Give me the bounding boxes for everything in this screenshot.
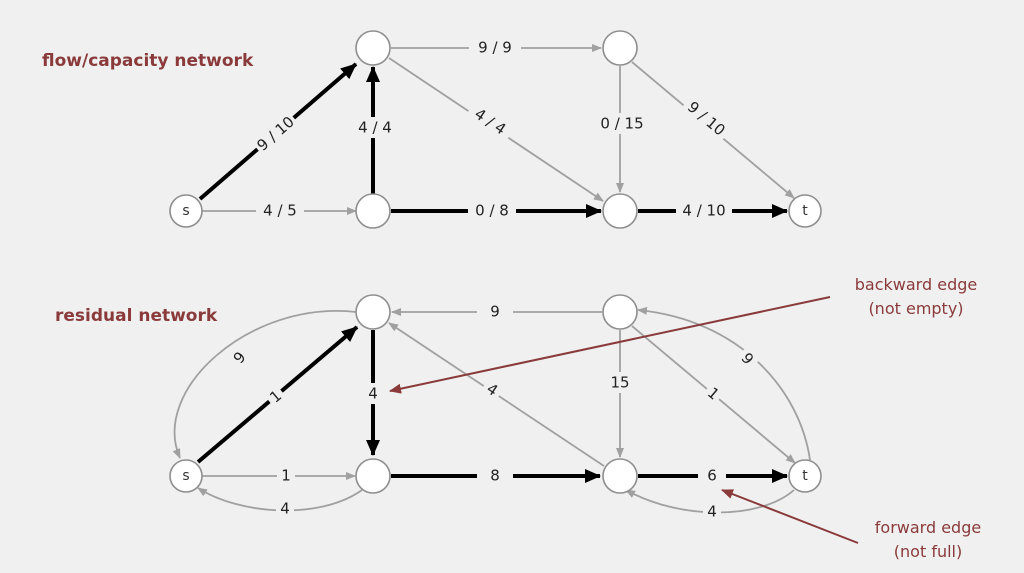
- res-node-t: [788, 459, 822, 493]
- backward-edge-pointer: [389, 296, 831, 394]
- top-label-d-t: 4 / 10: [676, 200, 732, 221]
- res-label-d-t-text: 6: [707, 467, 717, 485]
- res-edge-a-s: [172, 310, 357, 459]
- top-label-b-d-text: 0 / 8: [475, 202, 509, 220]
- forward-edge-pointer: [721, 489, 859, 544]
- res-label-a-b-text: 4: [368, 385, 378, 403]
- res-label-t-d-text: 4: [707, 503, 717, 521]
- top-label-b-a-text: 4 / 4: [358, 119, 392, 137]
- res-label-b-s-text: 4: [280, 500, 290, 518]
- top-label-d-t-text: 4 / 10: [682, 202, 725, 220]
- top-label-c-d: 0 / 15: [596, 113, 648, 134]
- res-label-a-s: 9: [225, 344, 254, 372]
- backward-edge-label: backward edge: [855, 275, 977, 294]
- res-label-s-b: 1: [277, 465, 295, 486]
- res-label-a-b: 4: [364, 383, 382, 404]
- res-node-a: [355, 294, 391, 330]
- res-label-c-d: 15: [606, 372, 634, 393]
- bottom-section-title: residual network: [55, 306, 218, 326]
- top-node-d: [602, 193, 638, 229]
- res-label-c-t: 1: [700, 380, 727, 407]
- res-label-t-d: 4: [703, 501, 721, 522]
- res-label-s-a: 1: [262, 383, 289, 410]
- top-node-s: [169, 194, 203, 228]
- res-edge-t-c: [637, 306, 811, 461]
- res-node-s: [169, 459, 203, 493]
- top-node-t-label: t: [802, 203, 808, 219]
- res-label-b-d: 8: [477, 465, 513, 486]
- res-label-c-a-text: 9: [490, 303, 500, 321]
- flow-capacity-network: flow/capacity network 9 / 10 4 / 5 4 / 4…: [42, 30, 822, 229]
- res-label-d-a: 4: [478, 375, 506, 404]
- res-label-t-c: 9: [733, 345, 762, 373]
- res-label-c-d-text: 15: [610, 374, 629, 392]
- res-label-s-b-text: 1: [281, 467, 291, 485]
- top-label-a-d: 4 / 4: [464, 99, 517, 144]
- res-node-t-label: t: [802, 468, 808, 484]
- top-node-c: [602, 30, 638, 66]
- res-label-b-s: 4: [276, 498, 294, 519]
- top-node-t: [788, 194, 822, 228]
- res-node-b: [355, 458, 391, 494]
- res-node-d: [602, 458, 638, 494]
- top-section-title: flow/capacity network: [42, 51, 254, 71]
- res-label-d-t: 6: [698, 465, 726, 486]
- top-label-c-d-text: 0 / 15: [600, 115, 643, 133]
- res-label-c-a: 9: [477, 301, 513, 322]
- top-label-a-c-text: 9 / 9: [478, 39, 512, 57]
- top-node-s-label: s: [182, 203, 189, 219]
- res-node-c: [602, 294, 638, 330]
- backward-edge-sublabel: (not empty): [868, 299, 963, 318]
- forward-edge-sublabel: (not full): [894, 542, 962, 561]
- forward-edge-label: forward edge: [875, 518, 981, 537]
- residual-network: residual network 9 1 1 4: [55, 294, 822, 522]
- res-node-s-label: s: [182, 468, 189, 484]
- top-label-c-t: 9 / 10: [679, 93, 733, 144]
- top-label-b-a: 4 / 4: [351, 117, 399, 138]
- top-label-b-d: 0 / 8: [468, 200, 516, 221]
- res-label-b-d-text: 8: [490, 467, 500, 485]
- top-node-b: [355, 193, 391, 229]
- top-label-s-b-text: 4 / 5: [263, 202, 297, 220]
- top-node-a: [355, 30, 391, 66]
- top-label-a-c: 9 / 9: [469, 37, 521, 58]
- top-label-s-b: 4 / 5: [256, 200, 304, 221]
- annotations: backward edge (not empty) forward edge (…: [389, 275, 981, 561]
